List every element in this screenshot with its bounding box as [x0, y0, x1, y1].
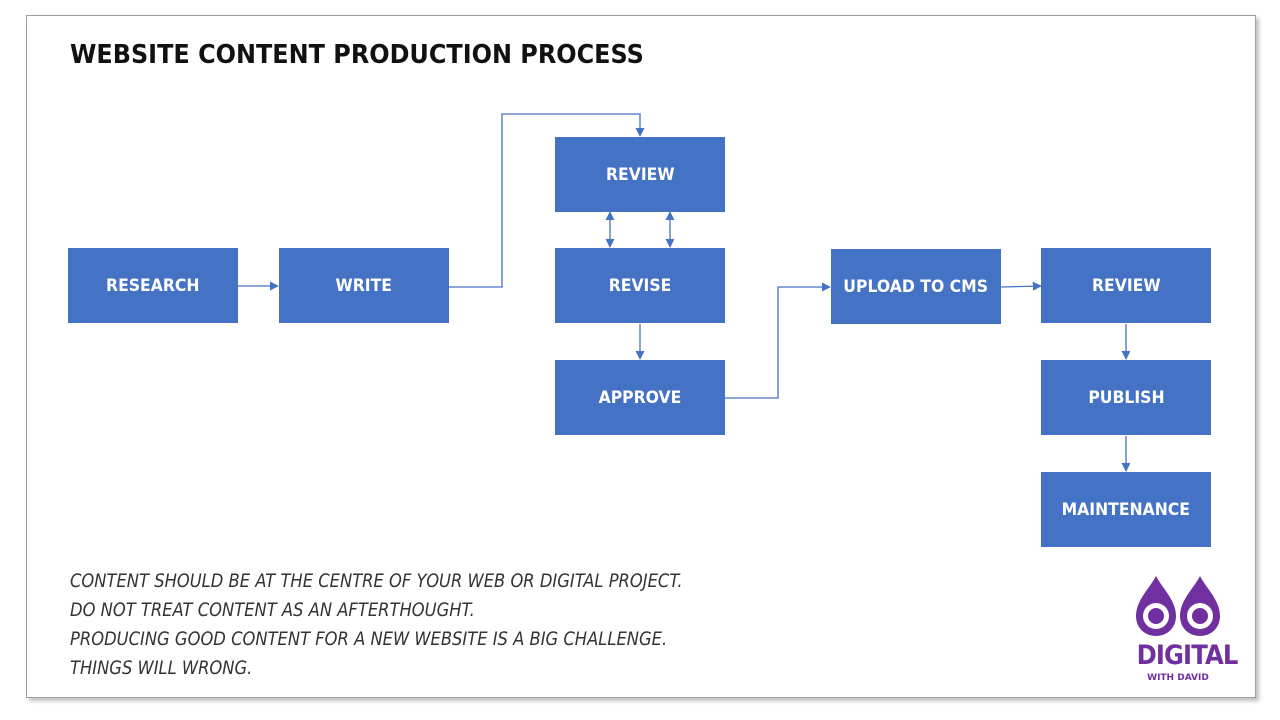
node-revise: Revise — [555, 248, 725, 323]
node-write: Write — [279, 248, 449, 323]
note-line: Things will wrong. — [70, 657, 253, 679]
note-line: Do not treat content as an afterthought. — [70, 599, 475, 621]
node-review-second: Review — [1041, 248, 1211, 323]
logo-tagline: WITH DAVID — [1147, 673, 1209, 683]
node-maintenance-label: Maintenance — [1061, 499, 1191, 520]
note-line: Producing good content for a new website… — [70, 628, 668, 650]
node-research: Research — [68, 248, 238, 323]
notes: Content should be at the centre of your … — [70, 567, 683, 683]
node-maintenance: Maintenance — [1041, 472, 1211, 547]
node-upload-to-cms-label: Upload to CMS — [843, 276, 989, 297]
note-line: Content should be at the centre of your … — [70, 570, 683, 592]
diagram-title: Website Content Production Process — [70, 40, 644, 70]
node-review-first: Review — [555, 137, 725, 212]
digital-with-david-logo: DIGITAL WITH DAVID — [1132, 574, 1239, 686]
node-review-first-label: Review — [605, 164, 675, 185]
node-research-label: Research — [106, 275, 200, 296]
node-approve: Approve — [555, 360, 725, 435]
node-revise-label: Revise — [608, 275, 672, 296]
eyes-logo-icon — [1136, 576, 1220, 636]
node-approve-label: Approve — [598, 387, 682, 408]
node-review-second-label: Review — [1091, 275, 1161, 296]
node-publish: Publish — [1041, 360, 1211, 435]
logo-wordmark: DIGITAL — [1136, 640, 1239, 671]
node-upload-to-cms: Upload to CMS — [831, 249, 1001, 324]
node-publish-label: Publish — [1087, 387, 1165, 408]
node-write-label: Write — [335, 275, 393, 296]
